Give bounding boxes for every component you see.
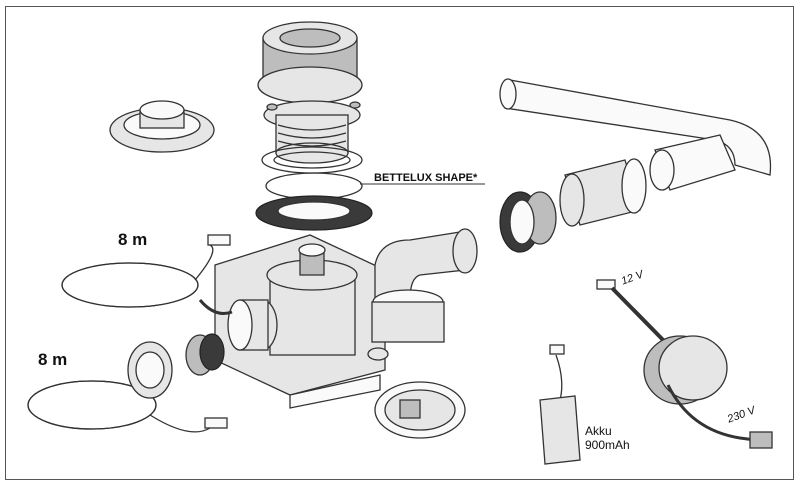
- valve-body: [214, 234, 386, 409]
- battery-label: Akku: [585, 424, 612, 438]
- elbow-outlet: [367, 228, 478, 361]
- drain-cover: [109, 100, 215, 153]
- pipe-seal-ring: [499, 191, 557, 253]
- battery-capacity-label: 900mAh: [585, 438, 630, 452]
- dark-cable-coil: [61, 234, 233, 315]
- light-cable-length-label: 8 m: [38, 350, 68, 369]
- pipe-connector: [559, 158, 647, 227]
- motor-drive-unit: [374, 381, 466, 439]
- diagram-frame: [5, 6, 794, 480]
- cable-glands: [127, 333, 225, 399]
- mounting-nut: [257, 21, 363, 104]
- overflow-pipe: [499, 78, 772, 191]
- battery-pack: [539, 344, 581, 465]
- dark-cable-length-label: 8 m: [118, 230, 148, 249]
- power-supply: [596, 279, 773, 449]
- threaded-flange: [263, 100, 361, 164]
- light-cable-coil: [27, 380, 228, 433]
- seal-label: BETTELUX SHAPE*: [374, 172, 478, 184]
- seal-rings: [255, 146, 485, 231]
